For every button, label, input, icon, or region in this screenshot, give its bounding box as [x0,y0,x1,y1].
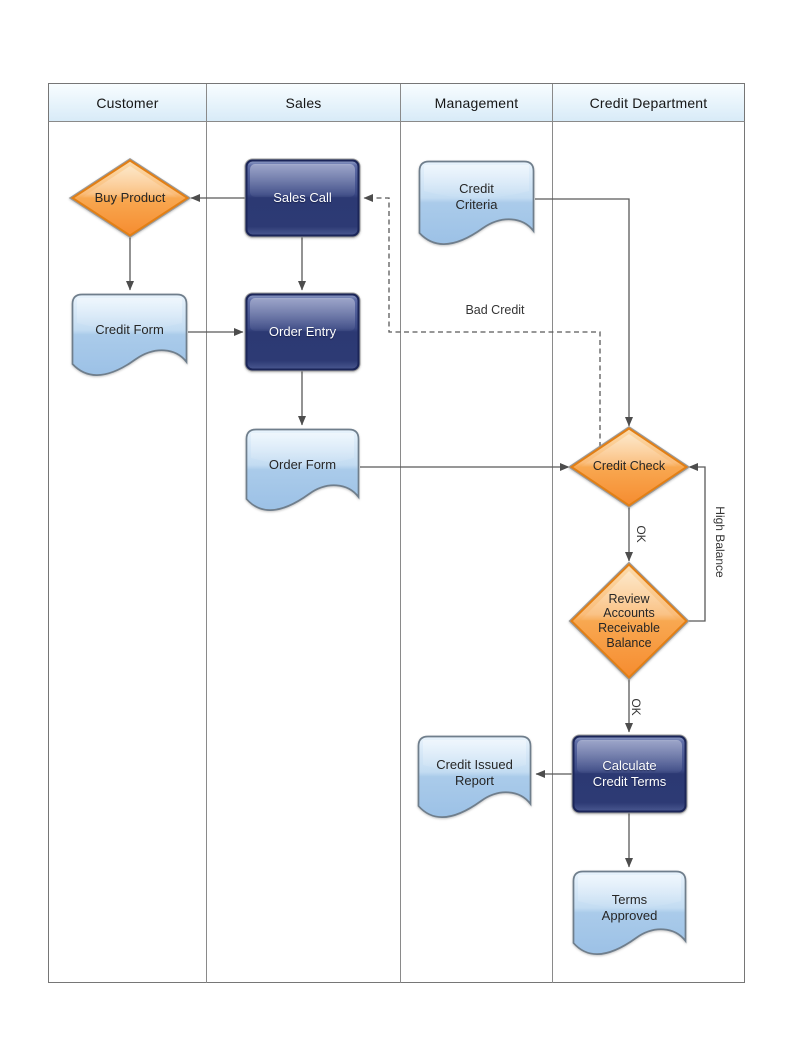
node-terms-approved[interactable] [572,870,687,955]
node-credit-criteria[interactable] [418,160,535,245]
lane-header-row: Customer Sales Management Credit Departm… [48,83,745,122]
lane-header-management: Management [401,84,553,121]
lane-divider-2 [400,122,401,983]
node-credit-issued-report[interactable] [417,735,532,818]
node-order-form[interactable] [245,428,360,511]
node-buy-product[interactable] [68,157,192,239]
node-credit-form[interactable] [71,293,188,376]
edge-review-high-balance-loop [686,463,706,622]
lane-header-customer: Customer [49,84,207,121]
node-sales-call[interactable] [244,158,361,238]
lane-divider-1 [206,122,207,983]
edge-credit-criteria-to-credit-check [535,198,633,427]
lane-header-credit-department: Credit Department [589,94,708,111]
edge-bad-credit-dashed [363,194,601,447]
lane-divider-3 [552,122,553,983]
node-calculate-terms[interactable] [571,734,688,814]
node-review-balance[interactable] [568,561,690,681]
node-credit-check[interactable] [567,425,691,509]
lane-header-sales: Sales [207,84,401,121]
node-order-entry[interactable] [244,292,361,372]
